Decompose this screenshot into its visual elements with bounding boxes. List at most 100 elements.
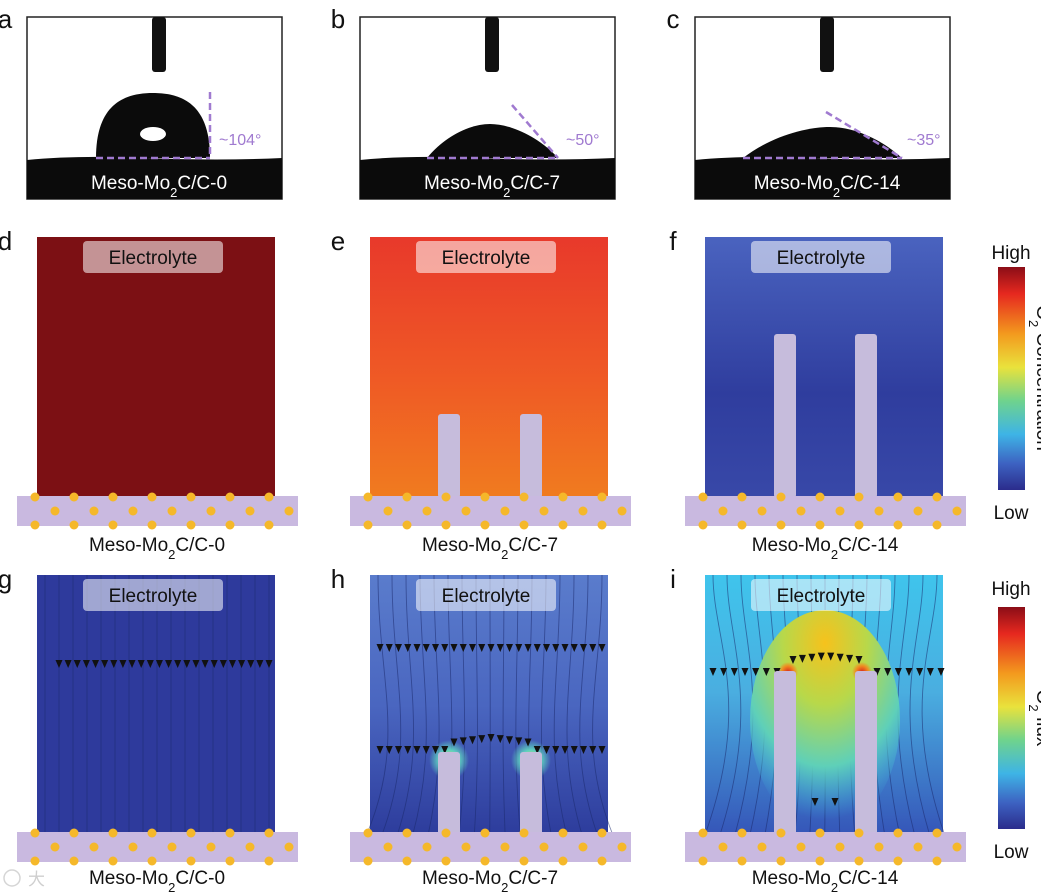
catalyst-particle	[69, 492, 79, 502]
streamline	[458, 574, 466, 836]
substrate	[695, 156, 950, 199]
catalyst-particle	[597, 828, 607, 838]
flux-arrow	[487, 734, 495, 742]
substrate	[360, 156, 615, 199]
contact-angle-value: ~104°	[219, 132, 261, 149]
droplet-highlight	[140, 127, 166, 141]
flux-arrow	[110, 660, 118, 668]
flux-arrow	[552, 746, 560, 754]
catalyst-particle	[108, 828, 118, 838]
flux-arrow	[137, 660, 145, 668]
flux-arrow	[228, 660, 236, 668]
electrolyte-box	[83, 241, 223, 273]
catalyst-particle	[264, 492, 274, 502]
water-droplet	[427, 124, 558, 158]
catalyst-particle	[796, 506, 806, 516]
pillar	[438, 752, 460, 836]
flux-arrow	[561, 746, 569, 754]
catalyst-particle	[617, 506, 627, 516]
electrolyte-label: Electrolyte	[777, 586, 866, 607]
panel-label: d	[0, 226, 12, 256]
catalyst-particle	[461, 506, 471, 516]
sample-label: Meso-Mo2C/C-0	[89, 535, 225, 562]
flux-arrow	[533, 644, 541, 652]
colorbar-concentration-high: High	[991, 243, 1030, 264]
catalyst-particle	[128, 506, 138, 516]
electrolyte-box	[83, 579, 223, 611]
flux-arrow	[873, 668, 881, 676]
catalyst-particle	[89, 842, 99, 852]
catalyst-particle	[30, 828, 40, 838]
catalyst-particle	[578, 842, 588, 852]
flux-arrow	[119, 660, 127, 668]
panel-label: e	[331, 226, 345, 256]
catalyst-particle	[776, 492, 786, 502]
flux-arrow	[515, 644, 523, 652]
catalyst-particle	[776, 828, 786, 838]
streamline	[897, 574, 916, 836]
catalyst-particle	[480, 520, 490, 530]
catalyst-particle	[519, 856, 529, 866]
catalyst-particle	[815, 492, 825, 502]
electrolyte-label: Electrolyte	[777, 248, 866, 269]
concentration-field	[37, 237, 275, 497]
watermark-logo: 大	[3, 869, 45, 890]
tangent-dashed	[825, 110, 903, 160]
catalyst-particle	[363, 828, 373, 838]
flux-arrow	[836, 653, 844, 662]
catalyst-particle	[893, 492, 903, 502]
pillar	[774, 671, 796, 836]
sample-label: Meso-Mo2C/C-0	[91, 173, 227, 200]
contact-angle-row: a~104°Meso-Mo2C/C-0b~50°Meso-Mo2C/C-7c~3…	[0, 4, 951, 200]
flux-arrow	[82, 660, 90, 668]
flux-arrow	[762, 668, 770, 676]
flux-arrow	[128, 660, 136, 668]
catalyst-particle	[617, 842, 627, 852]
catalyst-particle	[815, 856, 825, 866]
catalyst-particle	[480, 492, 490, 502]
flux-arrow	[376, 746, 384, 754]
flux-arrow	[798, 654, 806, 663]
catalyst-particle	[402, 856, 412, 866]
flux-arrow	[385, 746, 393, 754]
streamline	[473, 574, 478, 836]
flux-arrow	[905, 668, 913, 676]
catalyst-particle	[30, 520, 40, 530]
catalyst-particle	[147, 492, 157, 502]
pillar	[774, 334, 796, 498]
flux-arrow	[808, 653, 816, 662]
colorbar-concentration-scale	[998, 267, 1025, 490]
catalyst-particle	[245, 506, 255, 516]
streamline	[540, 574, 552, 836]
flux-arrow	[55, 660, 63, 668]
contact-angle-panel-b: b~50°Meso-Mo2C/C-7	[331, 4, 616, 200]
flux-arrow	[404, 644, 412, 652]
catalyst-particle	[796, 842, 806, 852]
catalyst-particle	[284, 506, 294, 516]
catalyst-particle	[932, 520, 942, 530]
flux-arrow	[789, 655, 797, 664]
substrate	[27, 156, 282, 199]
flux-arrow	[385, 644, 393, 652]
flux-arrow	[64, 660, 72, 668]
flux-arrow	[598, 746, 606, 754]
streamline	[515, 574, 521, 836]
flux-arrow	[247, 660, 255, 668]
flux-arrow	[441, 746, 449, 754]
flux-arrow	[395, 746, 402, 754]
catalyst-particle	[558, 520, 568, 530]
catalyst-particle	[422, 842, 432, 852]
catalyst-particle	[69, 520, 79, 530]
catalyst-particle	[757, 842, 767, 852]
panel-label: a	[0, 4, 13, 34]
catalyst-particle	[737, 828, 747, 838]
flux-arrow	[709, 668, 717, 676]
colorbar-flux: High Low O2 flux	[991, 579, 1041, 863]
flux-arrow	[210, 660, 218, 668]
catalyst-particle	[422, 506, 432, 516]
catalyst-particle	[480, 856, 490, 866]
flux-arrow	[846, 654, 854, 663]
flux-arrow	[720, 668, 728, 676]
